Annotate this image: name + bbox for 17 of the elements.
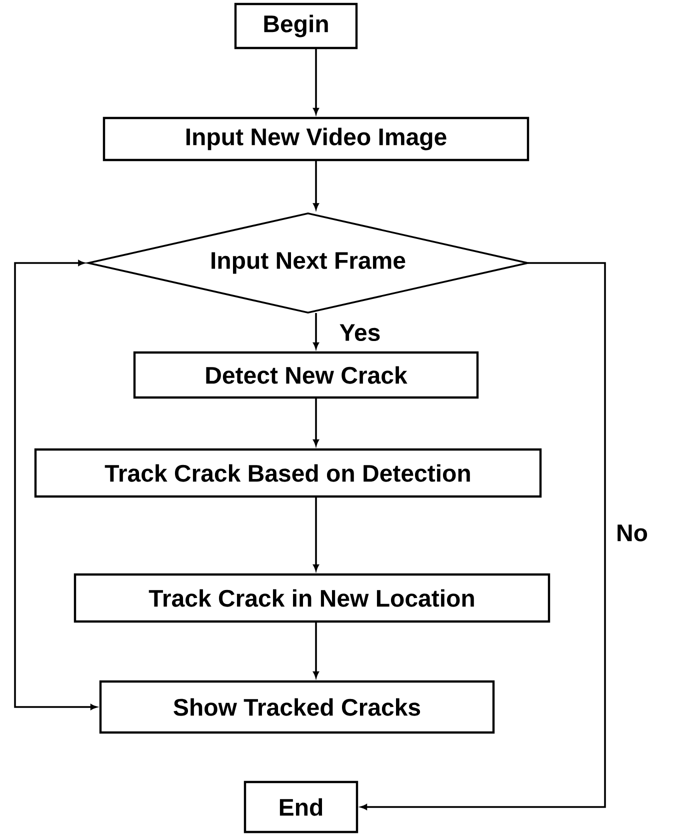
arrow [313,496,319,571]
arrow [14,260,97,710]
process-box: Show Tracked Cracks [99,680,495,734]
process-box: Input New Video Image [102,116,530,162]
arrow [313,313,319,349]
process-box: End [244,780,358,834]
process-box: Track Crack in New Location [74,573,550,623]
edge-label: No [615,524,649,542]
arrow [313,160,319,210]
edge-label: Yes [338,323,382,342]
arrow [313,398,319,446]
arrow [360,262,606,810]
process-box: Track Crack Based on Detection [34,448,542,498]
arrow [313,48,319,114]
arrow [313,622,319,678]
process-box: Begin [234,2,358,50]
process-box: Detect New Crack [133,351,479,399]
